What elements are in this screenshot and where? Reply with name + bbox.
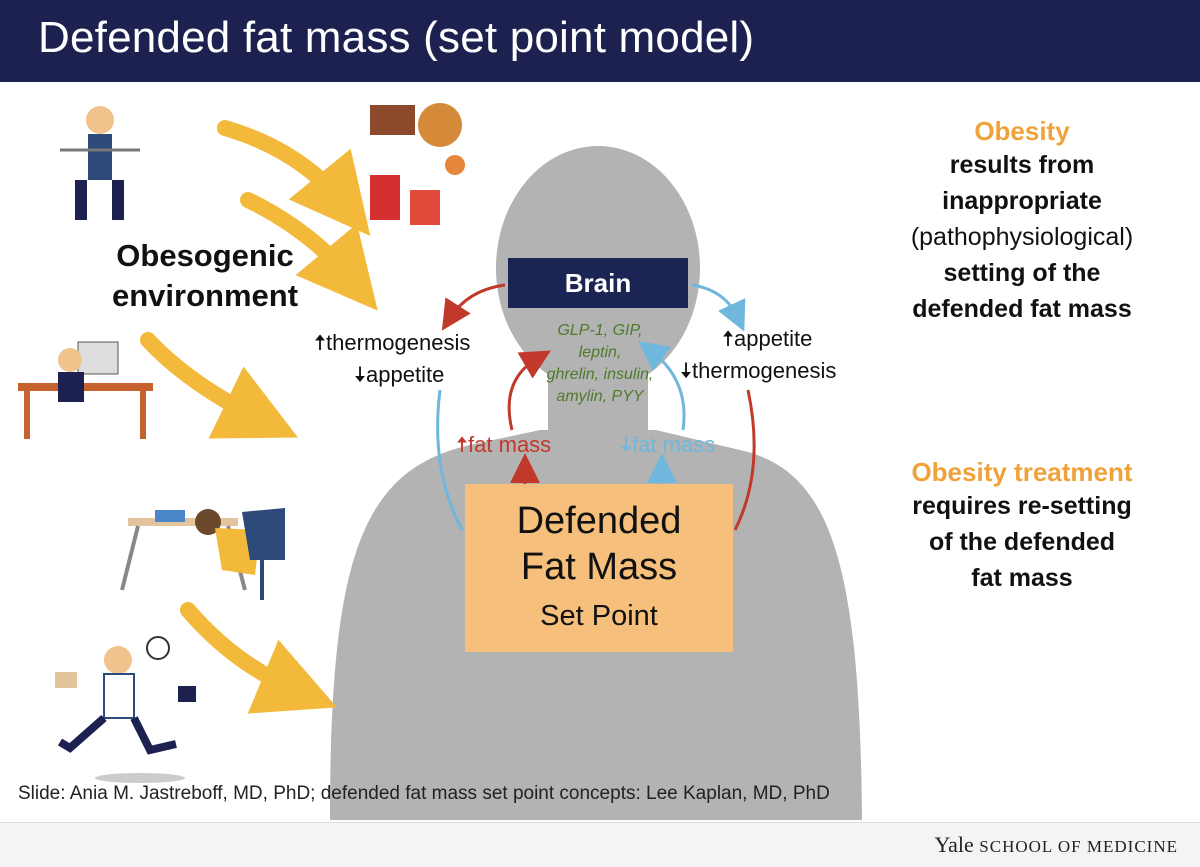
environment-label-line1: Obesogenic (116, 238, 294, 273)
treatment-title: Obesity treatment (911, 457, 1133, 487)
environment-label-line2: environment (111, 278, 299, 313)
red-arrow-brain-left (441, 283, 506, 331)
logo-sub: SCHOOL OF MEDICINE (979, 837, 1178, 856)
up-arrow-icon: 🠅 (314, 330, 327, 355)
obesogenic-environment-label: Obesogenic environment (100, 236, 310, 316)
yellow-arrow-4 (180, 602, 337, 714)
fat-mass-up-text: fat mass (468, 432, 552, 457)
obesity-definition: Obesity results from inappropriate (path… (872, 116, 1172, 327)
fat-box-line1: Defended (516, 500, 682, 542)
fat-mass-down-text: fat mass (632, 432, 716, 457)
yale-logo: Yale SCHOOL OF MEDICINE (934, 832, 1178, 858)
obesity-line: (pathophysiological) (910, 223, 1134, 251)
hormone-line: GLP-1, GIP, (557, 322, 643, 339)
hormone-line: leptin, (578, 344, 622, 361)
hormone-line: ghrelin, insulin, (546, 366, 654, 383)
hormone-list: GLP-1, GIP, leptin, ghrelin, insulin, am… (520, 320, 680, 408)
fat-mass-up-label: 🠅fat mass (456, 428, 551, 466)
right-regulation-labels: 🠅appetite 🠇thermogenesis (680, 323, 836, 387)
yellow-arrow-1 (217, 120, 371, 236)
right-appetite-label: appetite (734, 326, 813, 351)
title-bar: Defended fat mass (set point model) (0, 0, 1200, 82)
fat-box-line3: Set Point (540, 600, 658, 632)
down-arrow-icon: 🠇 (354, 362, 367, 387)
down-arrow-icon: 🠇 (680, 358, 693, 383)
junk-food-illustration (370, 103, 465, 225)
down-arrow-icon: 🠇 (620, 432, 633, 457)
slide-title: Defended fat mass (set point model) (38, 13, 755, 62)
stressed-worker-illustration (55, 636, 196, 783)
up-arrow-icon: 🠅 (456, 432, 469, 457)
logo-main: Yale (934, 832, 974, 857)
blue-arrow-fat-up (638, 340, 686, 431)
desk-worker-illustration (18, 341, 153, 439)
blue-arrow-brain-right (691, 283, 746, 332)
left-regulation-labels: 🠅thermogenesis 🠇appetite (314, 327, 470, 391)
left-thermogenesis-label: thermogenesis (326, 330, 471, 355)
footer-bar (0, 822, 1200, 867)
obesity-line: results from (949, 151, 1095, 179)
left-appetite-label: appetite (366, 362, 445, 387)
treatment-line: fat mass (971, 564, 1073, 592)
obesity-line: setting of the (943, 259, 1101, 287)
right-thermogenesis-label: thermogenesis (692, 358, 837, 383)
up-arrow-icon: 🠅 (722, 326, 735, 351)
treatment-line: of the defended (928, 528, 1116, 556)
slide-credit: Slide: Ania M. Jastreboff, MD, PhD; defe… (18, 783, 830, 804)
defended-fat-mass-box: Defended Fat Mass Set Point (465, 484, 733, 652)
environment-arrows (140, 120, 378, 714)
fat-mass-down-label: 🠇fat mass (620, 428, 715, 466)
brain-box: Brain (508, 258, 688, 308)
yellow-arrow-2 (240, 192, 378, 311)
treatment-line: requires re-setting (912, 492, 1132, 520)
person-silhouette (330, 146, 862, 820)
obesity-line: inappropriate (942, 187, 1102, 215)
hormone-line: amylin, PYY (556, 388, 644, 405)
red-arrow-fat-up (507, 350, 551, 431)
obesity-treatment: Obesity treatment requires re-setting of… (872, 457, 1172, 596)
red-arrow-right-loop (733, 389, 756, 531)
obesity-title: Obesity (974, 116, 1070, 146)
fat-box-line2: Fat Mass (520, 546, 678, 588)
yellow-arrow-3 (140, 332, 298, 439)
obesity-line: defended fat mass (912, 295, 1132, 323)
tired-worker-illustration (120, 508, 285, 600)
busy-person-illustration (60, 106, 140, 220)
blue-arrow-left-loop (436, 389, 464, 531)
brain-label: Brain (564, 267, 632, 298)
